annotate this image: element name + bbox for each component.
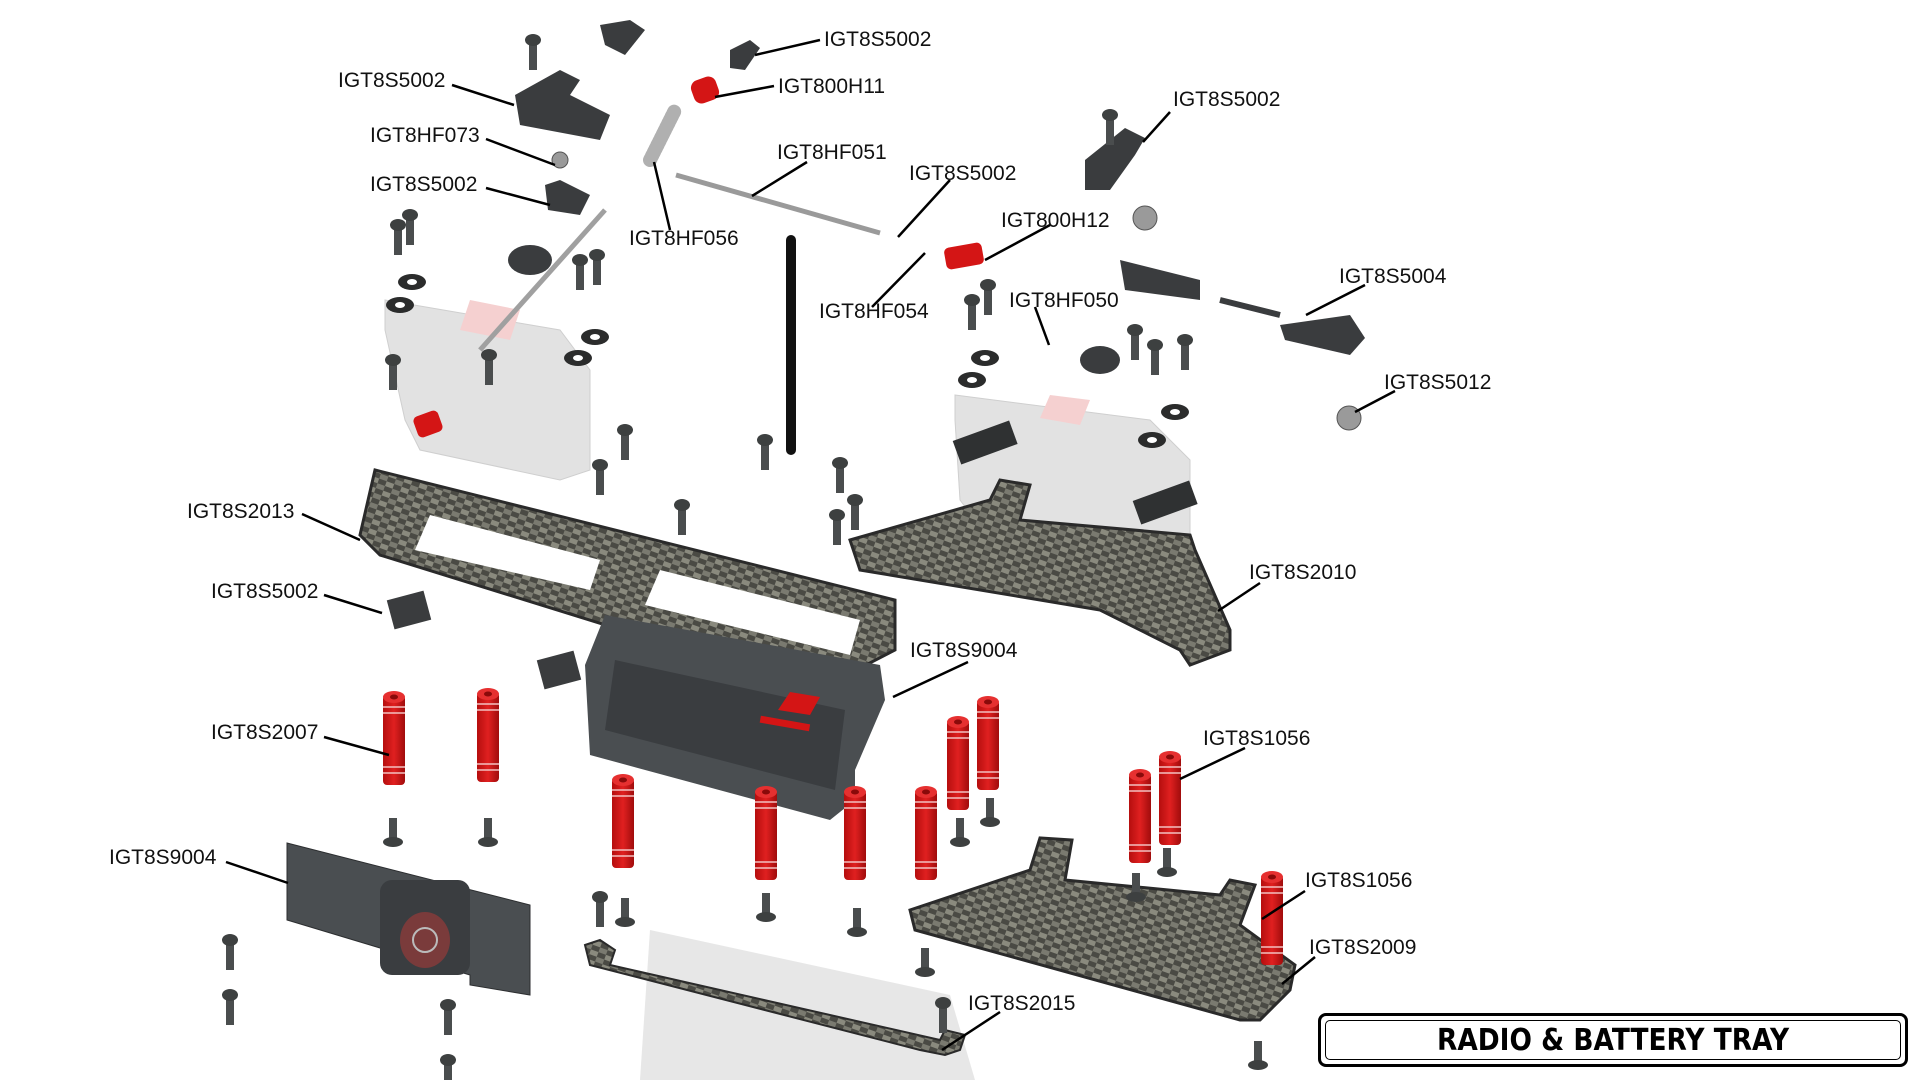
callout-label: IGT8HF050 (1009, 289, 1119, 312)
callout-label: IGT8S2013 (187, 500, 295, 523)
callout-label: IGT800H12 (1001, 209, 1110, 232)
callout-label: IGT8S2009 (1309, 936, 1417, 959)
leader-lines (225, 38, 1396, 1052)
battery-strap (583, 938, 967, 1057)
callout-label: IGT8HF054 (819, 300, 929, 323)
callout-label: IGT8S5002 (338, 69, 446, 92)
switch-mount (286, 842, 531, 996)
callout-label: IGT800H11 (778, 75, 885, 98)
callout-label: IGT8S9004 (109, 846, 217, 869)
carbon-servo-plate (848, 478, 1232, 667)
servo-rod (478, 208, 607, 352)
callout-label: IGT8HF073 (370, 124, 480, 147)
callout-label: IGT8S2007 (211, 721, 319, 744)
ball-nut-2 (1132, 205, 1158, 231)
spring (643, 103, 682, 167)
carbon-radio-plate (358, 468, 897, 692)
rod (675, 172, 881, 236)
ball-stud (551, 151, 569, 169)
servo-left (384, 299, 591, 481)
callout-label: IGT8S2010 (1249, 561, 1357, 584)
red-collar-2 (944, 242, 984, 270)
callout-label: IGT8S5004 (1339, 265, 1447, 288)
diagram-title: RADIO & BATTERY TRAY (1436, 1022, 1790, 1058)
callout-label: IGT8S5002 (1173, 88, 1281, 111)
callout-label: IGT8S5002 (211, 580, 319, 603)
callout-label: IGT8S5012 (1384, 371, 1492, 394)
callout-label: IGT8HF056 (629, 227, 739, 250)
callout-label: IGT8S9004 (910, 639, 1018, 662)
title-inner-border: RADIO & BATTERY TRAY (1325, 1020, 1901, 1060)
red-collar (690, 76, 720, 104)
dark-parts (386, 20, 1365, 690)
callout-label: IGT8HF051 (777, 141, 887, 164)
receiver-box (585, 615, 885, 820)
callout-label: IGT8S5002 (909, 162, 1017, 185)
callout-label: IGT8S1056 (1203, 727, 1311, 750)
callout-label: IGT8S1056 (1305, 869, 1413, 892)
carbon-battery-plate (908, 836, 1297, 1022)
callout-label: IGT8S2015 (968, 992, 1076, 1015)
callout-label: IGT8S5002 (370, 173, 478, 196)
callout-label: IGT8S5002 (824, 28, 932, 51)
title-box: RADIO & BATTERY TRAY (1318, 1013, 1908, 1067)
